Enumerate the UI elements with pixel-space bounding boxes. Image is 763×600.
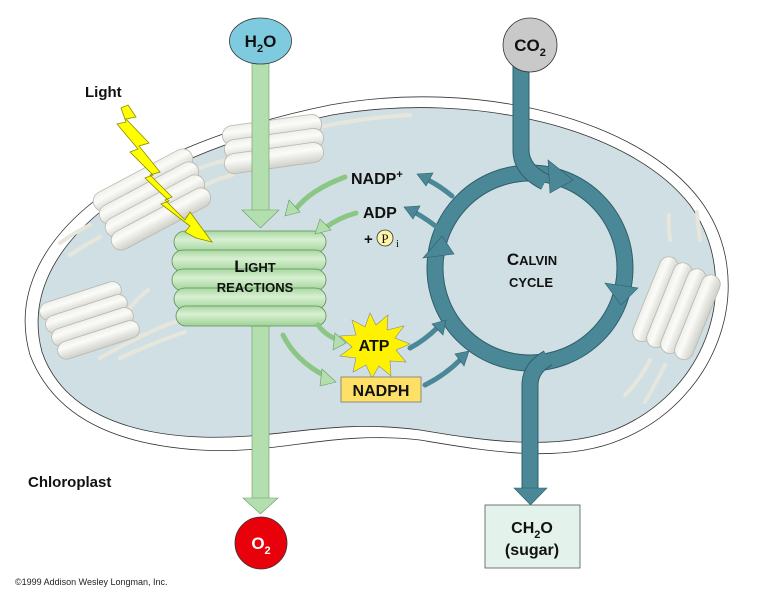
light-label: Light [85, 84, 122, 101]
svg-text:CH2O: CH2O [511, 520, 553, 541]
h2o-input-arrow [241, 61, 280, 229]
arrowhead-to-granum-2 [314, 218, 332, 235]
phosphate-symbol: P [381, 231, 388, 246]
arrowhead-atp-to-cycle [431, 319, 447, 336]
arrowhead-to-nadp [416, 172, 434, 187]
calvin-cap: C [507, 250, 519, 269]
phosphate-icon [376, 229, 394, 247]
nadph-label: NADPH [353, 383, 410, 400]
light-reactions-word2: REACTIONS [217, 280, 294, 295]
nadp-superscript: + [396, 169, 402, 181]
h2o-tail: O [263, 32, 276, 51]
teal-small-arrows [407, 177, 463, 388]
co2-base: CO [514, 36, 540, 55]
atp-label: ATP [359, 338, 390, 355]
h2o-base: H [245, 32, 257, 51]
o2-subscript: 2 [265, 545, 271, 557]
arrowhead-to-granum-1 [284, 199, 301, 217]
ch2o-base: CH [511, 520, 534, 537]
sugar-box[interactable] [484, 504, 581, 569]
h2o-molecule[interactable] [229, 17, 292, 65]
nadph-box[interactable] [340, 376, 422, 403]
atp-starburst[interactable] [339, 312, 411, 379]
plus-sign: + [364, 231, 373, 248]
calvin-word2: CYCLE [509, 275, 553, 290]
light-reactions-granum[interactable] [171, 230, 327, 327]
granum-upper-left [92, 148, 212, 251]
svg-text:CO2: CO2 [514, 36, 546, 59]
ch2o-tail: O [540, 520, 552, 537]
adp-label: ADP [363, 205, 397, 222]
calvin-word1: ALVIN [519, 253, 557, 268]
o2-molecule[interactable] [234, 516, 288, 570]
chloroplast-label: Chloroplast [28, 474, 111, 491]
calvin-arrowhead-left [422, 235, 455, 259]
svg-text:CALVIN: CALVIN [507, 250, 557, 269]
svg-text:LIGHT: LIGHT [234, 257, 276, 276]
ch2o-subscript: 2 [534, 529, 540, 541]
calvin-arrowhead-top [547, 159, 574, 194]
calvin-arrowhead-right [604, 282, 639, 306]
phosphate-subscript: i [396, 238, 399, 250]
svg-text:H2O: H2O [245, 32, 277, 55]
light-bolt-icon [116, 104, 213, 243]
arrowhead-to-adp [403, 205, 421, 220]
arrowhead-to-atp [332, 332, 347, 351]
nadp-label: NADP [351, 171, 397, 188]
light-reactions-word1: IGHT [245, 260, 276, 275]
light-reactions-cap: L [234, 257, 244, 276]
co2-molecule[interactable] [502, 17, 558, 73]
arrowhead-nadph-to-cycle [454, 350, 470, 367]
o2-base: O [251, 534, 264, 553]
granum-right [632, 256, 721, 361]
svg-text:O2: O2 [251, 534, 270, 557]
granum-top [221, 114, 325, 174]
copyright-text: ©1999 Addison Wesley Longman, Inc. [15, 577, 168, 587]
h2o-subscript: 2 [257, 43, 263, 55]
svg-text:NADP+: NADP+ [351, 169, 403, 188]
granum-lower-left [39, 281, 140, 360]
co2-subscript: 2 [540, 47, 546, 59]
arrowhead-to-nadph [319, 368, 337, 387]
sugar-label: (sugar) [505, 542, 559, 559]
